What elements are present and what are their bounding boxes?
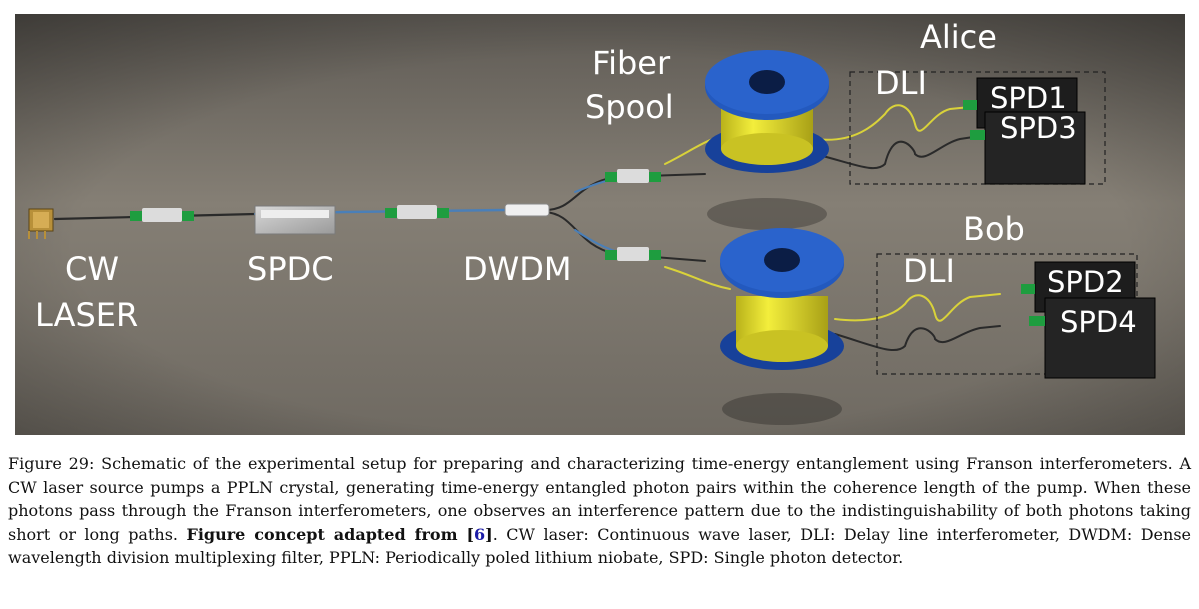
label-laser: LASER bbox=[35, 296, 138, 334]
fiber-spool-alice bbox=[705, 50, 829, 230]
caption-text-2: . CW laser: Continuous wave laser, DLI: … bbox=[8, 524, 1192, 568]
label-dli-alice: DLI bbox=[875, 64, 927, 102]
dwdm-filter bbox=[504, 203, 550, 217]
alice-dashed-enclosure bbox=[849, 71, 1106, 185]
caption-bold-end: ] bbox=[485, 524, 493, 544]
detector-spd4 bbox=[1029, 297, 1156, 379]
fiber-connectors bbox=[130, 169, 661, 261]
label-spdc: SPDC bbox=[247, 250, 334, 288]
label-dli-bob: DLI bbox=[903, 252, 955, 290]
label-spd1: SPD1 bbox=[990, 81, 1067, 115]
label-spd3: SPD3 bbox=[1000, 111, 1077, 145]
caption-bold: Figure concept adapted from [6] bbox=[186, 525, 492, 544]
fiber-spool-bob bbox=[720, 228, 844, 425]
label-alice: Alice bbox=[920, 18, 997, 56]
label-bob: Bob bbox=[963, 210, 1025, 248]
figure-caption: Figure 29: Schematic of the experimental… bbox=[8, 452, 1191, 570]
detector-spd3 bbox=[970, 111, 1086, 185]
label-cw: CW bbox=[65, 250, 119, 288]
citation-link[interactable]: 6 bbox=[474, 524, 486, 544]
caption-bold-text: Figure concept adapted from [ bbox=[186, 524, 475, 544]
caption-text: Figure 29: Schematic of the experimental… bbox=[8, 454, 1191, 544]
label-spool: Spool bbox=[585, 88, 674, 126]
label-spd4: SPD4 bbox=[1060, 305, 1137, 339]
label-spd2: SPD2 bbox=[1047, 265, 1124, 299]
label-dwdm: DWDM bbox=[463, 250, 572, 288]
setup-figure: CW LASER SPDC DWDM Fiber Spool Alice DLI… bbox=[15, 14, 1185, 435]
label-fiber: Fiber bbox=[592, 44, 671, 82]
cw-laser-package bbox=[28, 208, 54, 239]
spdc-crystal-housing bbox=[254, 205, 336, 235]
